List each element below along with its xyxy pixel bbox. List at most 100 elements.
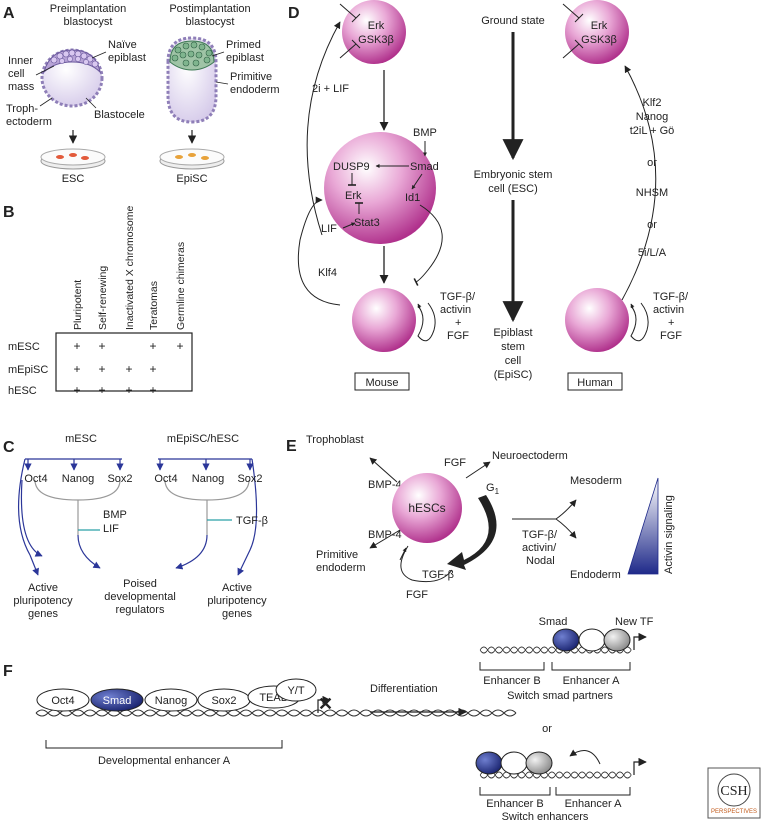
f-differentiation: Differentiation: [370, 683, 438, 695]
f-smad: Smad: [103, 695, 132, 707]
d-mouse: Mouse: [365, 377, 398, 389]
c-right-out-2: pluripotency: [207, 595, 267, 607]
c-tgfb: TGF-β: [236, 515, 268, 527]
e-endoderm: Endoderm: [570, 569, 621, 581]
e-fgf-bottom: FGF: [406, 589, 428, 601]
c-lif: LIF: [103, 523, 119, 535]
c-right-title: mEpiSC/hESC: [167, 433, 239, 445]
e-mesoderm: Mesoderm: [570, 475, 622, 487]
d-2i-lif: 2i + LIF: [312, 83, 349, 95]
inner-cell-mass-2: cell: [8, 68, 25, 80]
col-teratomas: Teratomas: [148, 281, 160, 330]
c-left-out-2: pluripotency: [13, 595, 73, 607]
panel-a: A Preimplantation blastocyst Postimplant…: [3, 3, 280, 185]
d-episc-4: (EpiSC): [494, 369, 533, 381]
panel-f: F ✕ Oct4 Smad Nanog Sox2 TEAD Y/T Develo…: [3, 616, 654, 822]
panel-e: E Trophoblast BMP-4 FGF Neuroectoderm hE…: [286, 434, 675, 601]
primitive-endoderm-2: endoderm: [230, 84, 280, 96]
mouse-box: [354, 372, 410, 391]
cell-2-3: +: [149, 383, 156, 397]
factor-nanog: [144, 688, 198, 712]
c-left-nanog: Nanog: [62, 473, 94, 485]
d-bmp: BMP: [413, 127, 437, 139]
post-title-1: Postimplantation: [169, 3, 250, 15]
partner-ball-1: [578, 628, 606, 652]
e-neuroectoderm: Neuroectoderm: [492, 450, 568, 462]
episc-dish: [159, 148, 225, 170]
primed-epiblast-1: Primed: [226, 39, 261, 51]
f-enh-a2: Enhancer A: [565, 798, 623, 810]
panel-d: D Erk GSK3β 2i + LIF BMP DUSP9 Smad Erk …: [288, 0, 689, 391]
d-esc-2: cell (ESC): [488, 183, 538, 195]
dna-main: [35, 709, 277, 717]
inner-cell-mass-3: mass: [8, 81, 35, 93]
cycle-arrow: [447, 495, 497, 570]
d-erk-left: Erk: [368, 20, 385, 32]
f-nanog: Nanog: [155, 695, 187, 707]
factor-smad: [90, 688, 144, 712]
d-erk-right: Erk: [591, 20, 608, 32]
e-trophoblast: Trophoblast: [306, 434, 364, 446]
d-tgf-left-4: FGF: [447, 330, 469, 342]
c-left-title: mESC: [65, 433, 97, 445]
c-right-nanog: Nanog: [192, 473, 224, 485]
gray-ball-2: [525, 751, 553, 775]
blastocele-label: Blastocele: [94, 109, 145, 121]
smad-ball-2: [475, 751, 503, 775]
col-germline-chimeras: Germline chimeras: [175, 242, 187, 330]
f-enh-b2: Enhancer B: [486, 798, 543, 810]
postimplantation-blastocyst: [166, 36, 218, 124]
c-mid-out-3: regulators: [116, 604, 165, 616]
human-box: [567, 372, 623, 391]
factor-oct4: [36, 688, 90, 712]
e-fgf-top: FGF: [444, 457, 466, 469]
f-switch-enh: Switch enhancers: [502, 811, 589, 822]
episc-label: EpiSC: [176, 173, 207, 185]
col-pluripotent: Pluripotent: [72, 280, 84, 330]
mouse-episc-cell: [352, 288, 416, 352]
d-tgf-right-3: +: [668, 317, 674, 329]
mouse-esc-cell: [324, 132, 436, 244]
d-episc-1: Epiblast: [493, 327, 532, 339]
e-bmp4-bottom: BMP-4: [368, 529, 402, 541]
panel-a-label: A: [3, 5, 15, 22]
f-enh-b1: Enhancer B: [483, 675, 540, 687]
c-left-sox2: Sox2: [107, 473, 132, 485]
naive-epiblast-2: epiblast: [108, 52, 146, 64]
d-gsk-left: GSK3β: [358, 34, 394, 46]
post-title-2: blastocyst: [186, 16, 235, 28]
cell-1-1: +: [98, 362, 105, 376]
dna-switch-enhancers: [479, 771, 632, 779]
human-primed-cell: [565, 288, 629, 352]
logo-top: CSH: [720, 784, 747, 799]
f-or: or: [542, 723, 552, 735]
f-sox2: Sox2: [211, 695, 236, 707]
inner-cell-mass-1: Inner: [8, 55, 33, 67]
trophectoderm-2: ectoderm: [6, 116, 52, 128]
cell-0-3: +: [149, 339, 156, 353]
partner-ball-2: [500, 751, 528, 775]
c-right-oct4: Oct4: [154, 473, 177, 485]
cell-0-4: +: [176, 339, 183, 353]
e-prim-endo-1: Primitive: [316, 549, 358, 561]
e-tgfb: TGF-β: [422, 569, 454, 581]
panel-c: C mESC mEpiSC/hESC Oct4 Nanog Sox2 BMP L…: [3, 433, 268, 620]
d-erk-inner: Erk: [345, 190, 362, 202]
primed-epiblast-2: epiblast: [226, 52, 264, 64]
panel-e-label: E: [286, 438, 297, 455]
cell-0-0: +: [73, 339, 80, 353]
trophectoderm-1: Troph-: [6, 103, 38, 115]
d-tgf-left-2: activin: [440, 304, 471, 316]
e-tgf-1: TGF-β/: [522, 529, 558, 541]
d-5i: 5i/L/A: [638, 247, 667, 259]
f-smad-label: Smad: [539, 616, 568, 628]
d-tgf-left-1: TGF-β/: [440, 291, 476, 303]
pre-title-2: blastocyst: [64, 16, 113, 28]
d-human: Human: [577, 377, 612, 389]
d-tgf-right-4: FGF: [660, 330, 682, 342]
c-left-out-3: genes: [28, 608, 58, 620]
d-gsk-right: GSK3β: [581, 34, 617, 46]
cell-1-0: +: [73, 362, 80, 376]
c-left-out-1: Active: [28, 582, 58, 594]
c-bmp: BMP: [103, 509, 127, 521]
